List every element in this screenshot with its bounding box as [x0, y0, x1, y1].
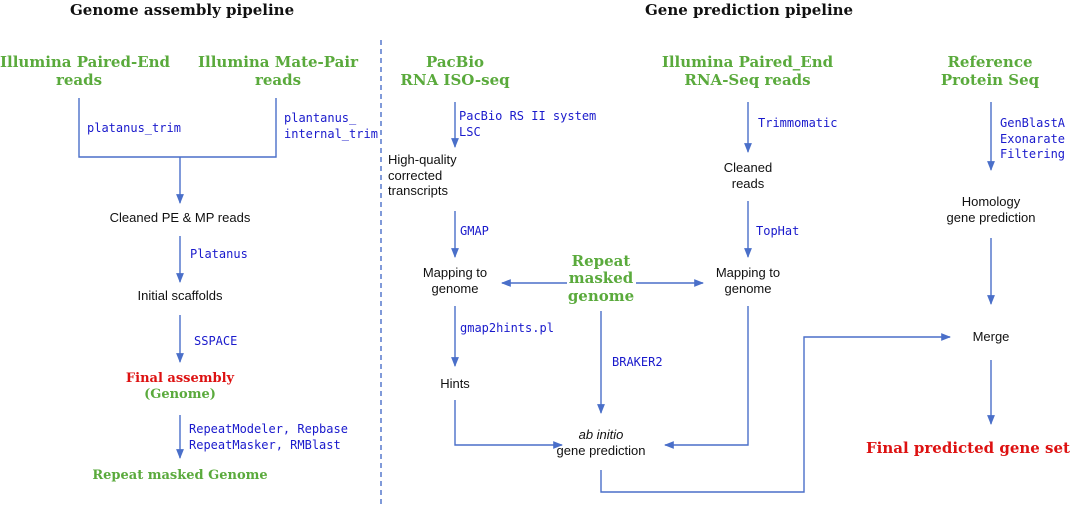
gmap-tool: GMAP — [460, 224, 489, 238]
hq-transcripts: High-quality corrected transcripts — [388, 152, 457, 199]
trimmomatic-tool: Trimmomatic — [758, 116, 838, 130]
final-genome: (Genome) — [144, 387, 216, 402]
repeat-tools: RepeatModeler, Repbase RepeatMasker, RMB… — [189, 422, 348, 452]
mapping-right-to-abinitio-line — [664, 306, 749, 449]
genome-assembly-title: Genome assembly pipeline — [70, 1, 295, 19]
mapping-to-genome-left: Mapping to genome — [422, 265, 488, 296]
cleaned-pe-mp-reads: Cleaned PE & MP reads — [109, 210, 251, 225]
gmap2hints-tool: gmap2hints.pl — [460, 321, 554, 335]
hints: Hints — [440, 376, 470, 391]
homology-gene-prediction: Homology gene prediction — [946, 194, 1036, 225]
mp-reads-source: Illumina Mate-Pair reads — [198, 53, 358, 89]
initial-scaffolds: Initial scaffolds — [137, 288, 223, 303]
mapping-to-genome-right: Mapping to genome — [715, 265, 781, 296]
pe-reads-source: Illumina Paired-End reads — [0, 53, 171, 89]
pacbio-source: PacBio RNA ISO-seq — [400, 53, 510, 89]
cleaned-reads: Cleaned reads — [723, 160, 773, 191]
rnaseq-source: Illumina Paired_End RNA-Seq reads — [661, 53, 834, 89]
protein-tools: GenBlastA Exonarate Filtering — [1000, 116, 1066, 162]
braker2-tool: BRAKER2 — [612, 355, 663, 369]
repeat-masked-genome-source: Repeat masked genome — [567, 252, 635, 305]
reference-protein-source: Reference Protein Seq — [940, 53, 1040, 89]
pacbio-tools: PacBio RS II system LSC — [459, 109, 597, 139]
platanus-trim-tool: platanus_trim — [87, 121, 181, 135]
platanus-tool: Platanus — [190, 247, 248, 261]
tophat-tool: TopHat — [756, 224, 800, 238]
pe-reads-line — [78, 98, 277, 158]
sspace-tool: SSPACE — [194, 334, 238, 348]
merge-node: Merge — [972, 329, 1010, 344]
final-predicted-gene-set: Final predicted gene set — [866, 439, 1070, 457]
gene-prediction-title: Gene prediction pipeline — [645, 1, 854, 19]
hints-to-abinitio-line — [454, 400, 563, 449]
repeat-masked-genome: Repeat masked Genome — [92, 468, 268, 483]
plantanus-internal-trim-tool: plantanus_ internal_trim — [284, 111, 378, 141]
ab-initio-gene-prediction: ab initio gene prediction — [556, 427, 646, 458]
abinitio-to-merge-line — [600, 333, 951, 493]
final-assembly: Final assembly — [125, 371, 235, 386]
